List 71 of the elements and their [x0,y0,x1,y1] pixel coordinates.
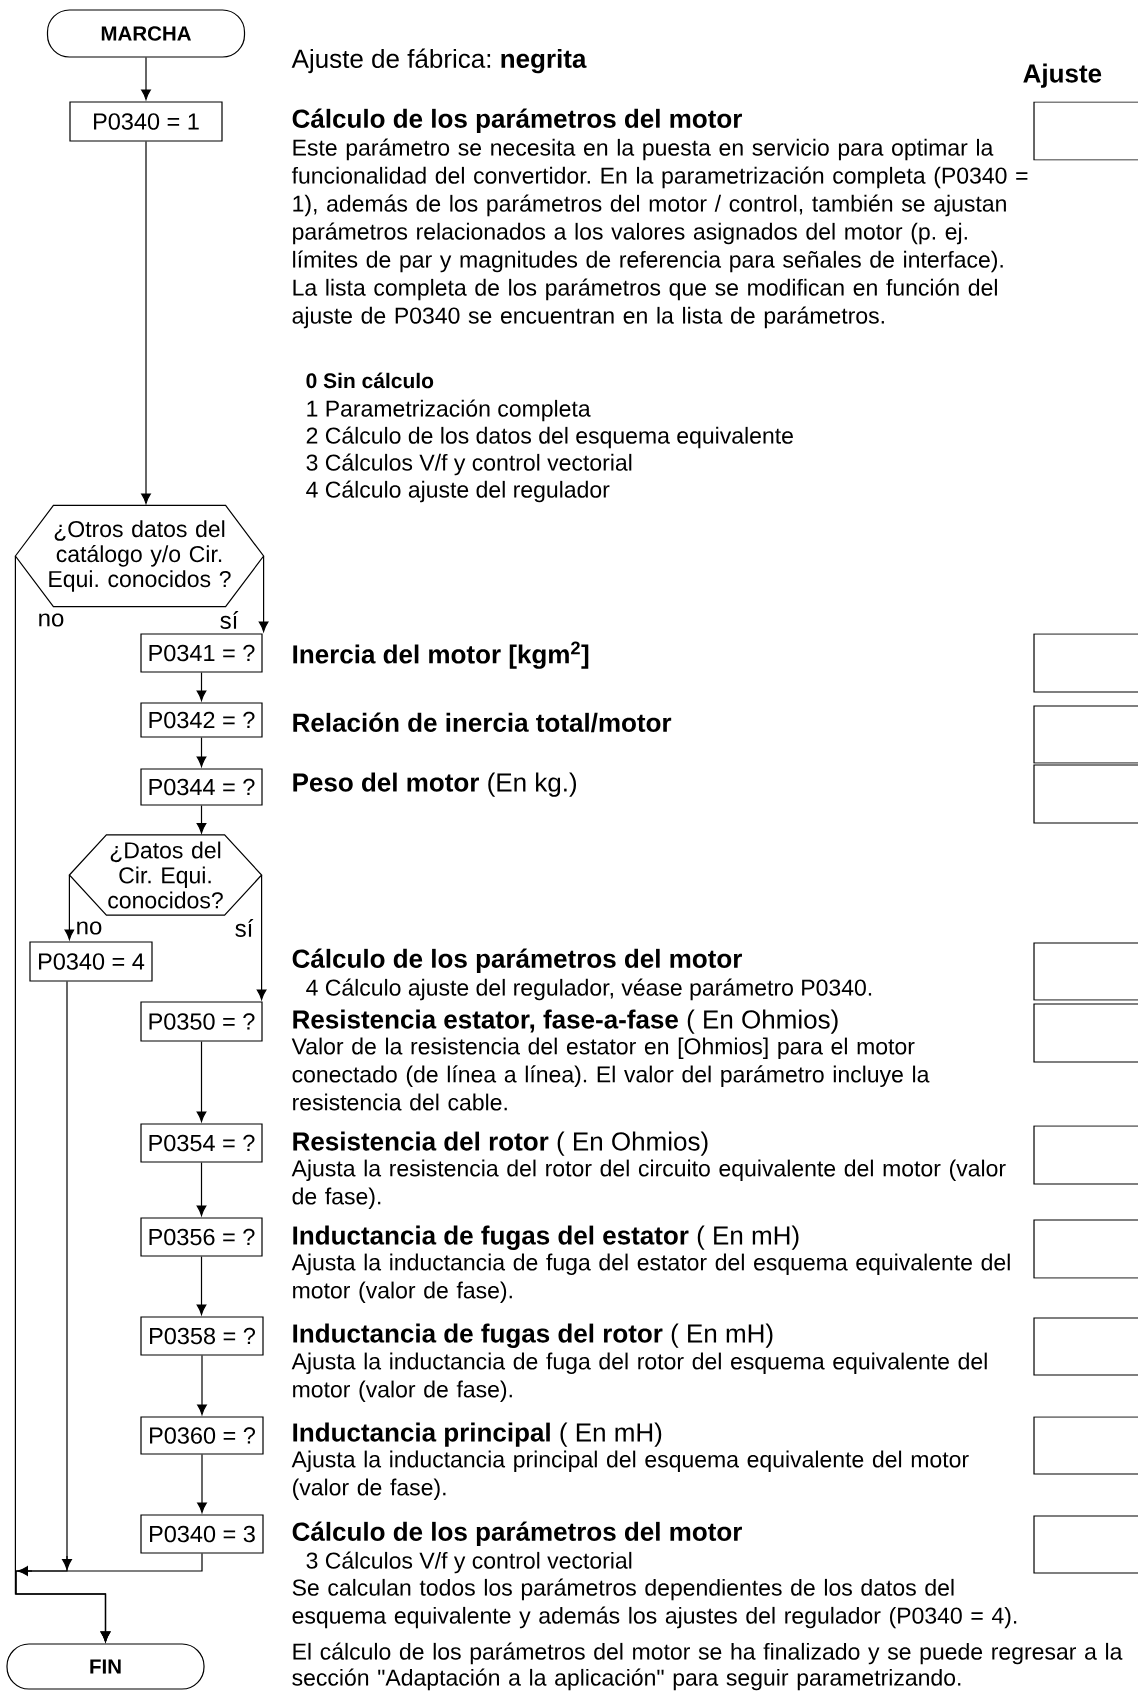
edge-label: sí [233,918,255,938]
note-text: El cálculo de los parámetros del motor se ha finalizado y se puede regresar a la sección "Adaptación a la aplicación" para seguir parametrizando. [292,1642,1123,1691]
decision-hexagon: ¿Otros datos del catálogo y/o Cir. Equi. conocidos ? [14,504,265,608]
arrow [196,737,207,767]
value-box [1033,942,1138,1001]
list-item: 1 Parametrización completa [307,399,591,422]
description-text: Este parámetro se necesita en la puesta en servicio para optimar la funcionalidad del convertidor. En la parametrización completa (P0340 = 1), además de los parámetros del motor / control, también se ajustan parámetros relacionados a los valores asignados del motor (p. ej. límites de par y magnitudes de referencia para señales de interface). La lista completa de los parámetros que se modifican en función del ajuste de P0340 se encuentran en la lista de parámetros. [291,138,1028,329]
parameter-heading: Peso del motor (En kg.) [293,772,576,797]
terminal-box: FIN [6,1643,205,1690]
arrow [15,1553,203,1642]
parameter-heading: Inercia del motor [kgm$^{2}$] [293,641,589,669]
process-box: P0356 = ? [140,1217,263,1257]
process-box: P0360 = ? [140,1416,264,1455]
process-box: P0358 = ? [140,1316,264,1356]
value-box [1033,1416,1138,1475]
arrow [197,1355,207,1415]
value-box [1033,764,1138,824]
arrow [197,1454,207,1513]
parameter-heading: Cálculo de los parámetros del motor [292,108,742,134]
value-box [1033,633,1138,693]
decision-hexagon: ¿Datos del Cir. Equi. conocidos? [68,834,263,916]
arrow [141,57,151,100]
arrow [196,1041,207,1122]
value-box [1033,705,1138,764]
parameter-heading: Resistencia del rotor ( En Ohmios) [293,1131,708,1156]
arrow [196,672,207,701]
description-text: Ajusta la inductancia de fuga del estator del esquema equivalente del motor (valor de fase). [291,1253,1010,1304]
process-box: P0340 = 3 [140,1514,264,1554]
edge-label: no [36,612,66,628]
parameter-heading: Cálculo de los parámetros del motor [292,1521,742,1547]
value-box [1033,1515,1138,1574]
arrow [141,141,151,504]
parameter-heading: Resistencia estator, fase-a-fase ( En Ohmios) [293,1009,838,1034]
process-box: P0340 = 4 [29,941,153,982]
note-text: Ajuste de fábrica: negrita [291,48,587,74]
arrow [64,874,75,940]
value-box [1033,1125,1138,1185]
description-text: Ajusta la inductancia principal del esquema equivalente del motor (valor de fase). [291,1450,969,1501]
parameter-heading: Relación de inercia total/motor [293,712,672,733]
edge-label: no [74,920,104,936]
arrow [196,1256,207,1315]
process-box: P0344 = ? [140,768,263,806]
parameter-heading: Cálculo de los parámetros del motor [292,948,742,974]
process-box: P0354 = ? [140,1123,263,1163]
description-text: Ajusta la resistencia del rotor del circuito equivalente del motor (valor de fase). [291,1159,1006,1210]
list-item: 3 Cálculos V/f y control vectorial [306,1551,632,1574]
description-text: Valor de la resistencia del estator en [Ohmios] para el motor conectado (de línea a línea). El valor del parámetro incluye la resistencia del cable. [291,1037,930,1111]
value-box [1033,1219,1138,1279]
terminal-box: MARCHA [46,9,246,58]
description-text: Se calculan todos los parámetros dependientes de los datos del esquema equivalente y además los ajustes del regulador (P0340 = 4). [292,1578,1017,1629]
description-text: Ajusta la inductancia de fuga del rotor del esquema equivalente del motor (valor de fase). [291,1352,987,1403]
list-item: 2 Cálculo de los datos del esquema equivalente [306,426,793,449]
arrow [196,1162,207,1216]
value-box [1033,101,1138,161]
process-box: P0341 = ? [140,633,263,673]
process-box: P0340 = 1 [69,101,223,142]
value-box [1033,1003,1138,1063]
parameter-heading: Inductancia de fugas del estator ( En mH) [293,1225,799,1250]
list-item: 3 Cálculos V/f y control vectorial [306,453,632,476]
process-box: P0342 = ? [140,702,263,738]
value-box [1033,1317,1138,1376]
list-item: 4 Cálculo ajuste del regulador [306,480,610,503]
edge-label: sí [218,610,240,630]
list-item: 0 Sin cálculo [306,372,434,389]
arrow [258,555,269,632]
process-box: P0350 = ? [140,1001,263,1042]
arrow [196,805,207,834]
arrow [256,874,267,1000]
parameter-heading: Inductancia de fugas del rotor ( En mH) [293,1323,773,1348]
list-item: 4 Cálculo ajuste del regulador, véase parámetro P0340. [306,978,872,1001]
parameter-heading: Inductancia principal ( En mH) [293,1422,662,1447]
